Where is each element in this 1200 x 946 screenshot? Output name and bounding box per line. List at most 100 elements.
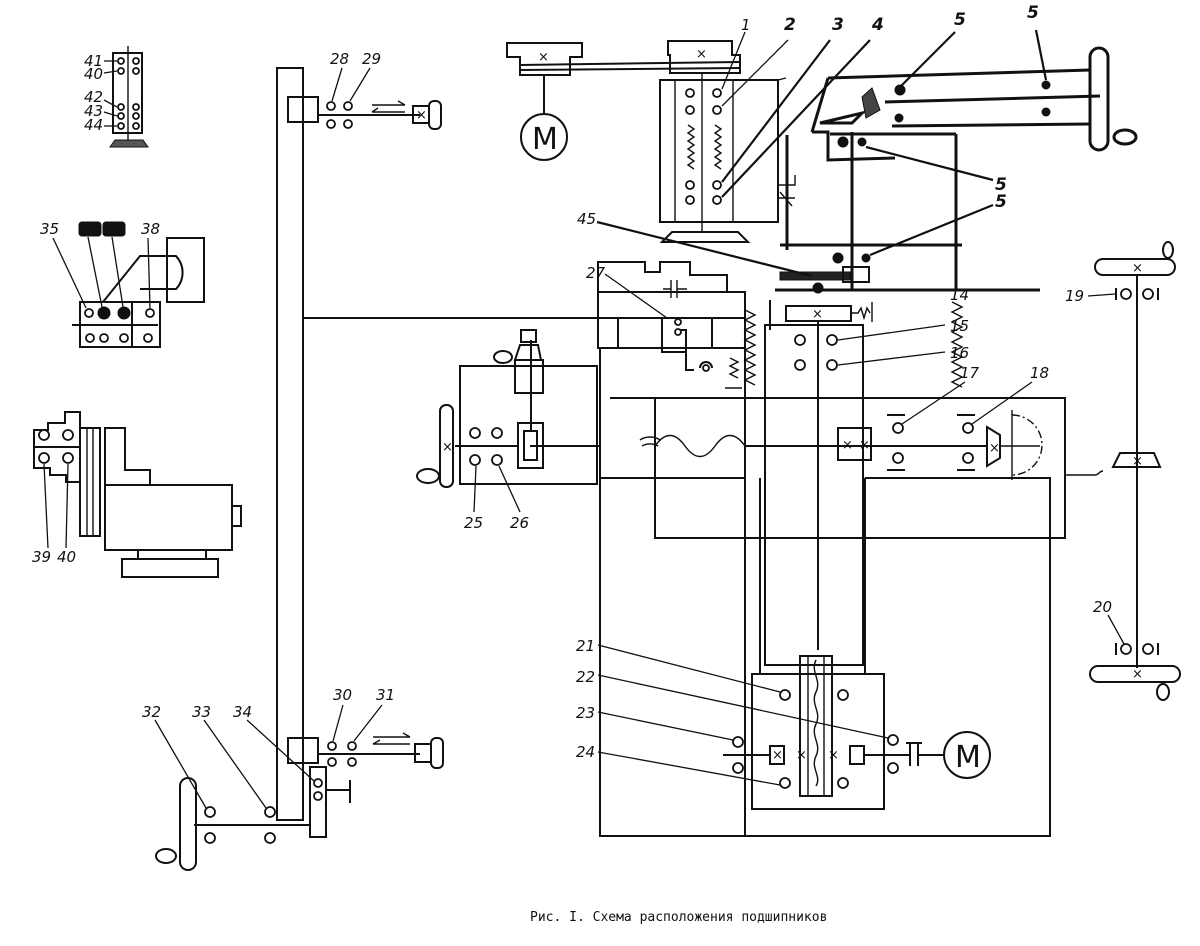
upper-handwheel[interactable] xyxy=(1094,258,1176,276)
bearing-3 xyxy=(712,180,722,190)
bearing-33 xyxy=(264,806,276,818)
bearing-15 xyxy=(826,334,838,346)
shaft-marker: × xyxy=(696,47,707,62)
label-14: 14 xyxy=(950,286,969,304)
label-23: 23 xyxy=(576,704,595,722)
label-16: 16 xyxy=(950,344,969,362)
label-45: 45 xyxy=(577,210,596,228)
shaft-marker: × xyxy=(989,441,1000,456)
bearing-20 xyxy=(1120,643,1132,655)
label-32: 32 xyxy=(142,703,161,721)
spindle-drive-assembly: × × M 1 2 3 4 xyxy=(506,15,884,243)
handwheel-32[interactable] xyxy=(179,777,197,871)
vertical-feed-assembly: × 19 × 20 × xyxy=(1065,241,1181,701)
lower-handwheel[interactable] xyxy=(1089,665,1181,683)
bearing-22 xyxy=(887,734,899,746)
label-18: 18 xyxy=(1030,364,1049,382)
bearing-36 xyxy=(97,306,111,320)
label-27: 27 xyxy=(586,264,606,282)
bearing-34 xyxy=(313,778,323,788)
bearing-2 xyxy=(712,105,722,115)
bevel-gear-18 xyxy=(986,425,1001,468)
bearing-37 xyxy=(117,306,131,320)
overarm-bevel xyxy=(861,87,881,119)
crossfeed-handwheel[interactable] xyxy=(439,404,454,488)
label-5c: 5 xyxy=(995,175,1007,195)
bearing-35 xyxy=(84,308,94,318)
bearing-29 xyxy=(343,101,353,111)
bearing-44 xyxy=(117,122,140,130)
shaft-marker: × xyxy=(538,50,549,65)
shaft-marker: × xyxy=(1132,454,1143,469)
label-40-top: 40 xyxy=(84,65,103,83)
bearing-39 xyxy=(38,452,50,464)
bearing-41 xyxy=(117,57,140,65)
bearing-5d xyxy=(832,252,844,264)
label-29: 29 xyxy=(362,50,381,68)
main-motor-symbol: M xyxy=(532,122,558,157)
label-1: 1 xyxy=(741,16,751,34)
label-37-blot xyxy=(102,221,126,237)
shaft-marker: × xyxy=(442,440,453,455)
bearing-43 xyxy=(117,112,140,120)
bearing-19 xyxy=(1120,288,1132,300)
label-25: 25 xyxy=(464,514,483,532)
slotting-head-assembly: 35 38 xyxy=(40,220,205,348)
vertical-bevel-gear xyxy=(1111,452,1162,468)
dividing-head-assembly: 39 40 xyxy=(32,411,242,578)
bearing-16 xyxy=(826,359,838,371)
bearing-28 xyxy=(326,101,336,111)
label-22: 22 xyxy=(576,668,595,686)
bearing-1 xyxy=(712,88,722,98)
bearing-21 xyxy=(779,689,791,701)
bearing-27 xyxy=(674,318,682,326)
bearing-24 xyxy=(779,777,791,789)
bearing-32 xyxy=(204,806,216,818)
label-15: 15 xyxy=(950,317,969,335)
label-17: 17 xyxy=(960,364,980,382)
bearing-30 xyxy=(327,741,337,751)
label-41: 41 xyxy=(84,52,103,70)
bearing-5a xyxy=(894,84,906,96)
label-44: 44 xyxy=(84,116,103,134)
feed-motor-symbol: M xyxy=(955,740,981,775)
bearing-18 xyxy=(962,422,974,434)
bearing-40-top xyxy=(117,67,140,75)
handwheel-knob-bottom[interactable] xyxy=(430,737,444,769)
handwheel-knob-top[interactable] xyxy=(428,100,442,130)
bearing-4 xyxy=(712,195,722,205)
bearing-26 xyxy=(491,454,503,466)
label-24: 24 xyxy=(576,743,595,761)
shaft-marker: × xyxy=(1132,261,1143,276)
bearing-40 xyxy=(62,452,74,464)
label-30: 30 xyxy=(333,686,352,704)
overarm-handwheel[interactable] xyxy=(1088,46,1110,152)
shaft-marker: × xyxy=(812,307,823,322)
shaft-marker: × xyxy=(796,748,807,763)
overarm-assembly: 5 5 5 5 xyxy=(775,3,1138,292)
shaft-marker: × xyxy=(842,438,853,453)
label-21: 21 xyxy=(576,637,595,655)
bearing-23 xyxy=(732,736,744,748)
bearing-38 xyxy=(145,308,155,318)
label-33: 33 xyxy=(192,703,211,721)
label-3: 3 xyxy=(832,15,844,35)
label-5b: 5 xyxy=(1027,3,1039,23)
label-38: 38 xyxy=(141,220,160,238)
figure-caption: Рис. I. Схема расположения подшипников xyxy=(530,910,828,925)
label-31: 31 xyxy=(376,686,395,704)
shaft-marker: × xyxy=(416,108,427,123)
label-28: 28 xyxy=(330,50,349,68)
label-40: 40 xyxy=(57,548,76,566)
label-42: 42 xyxy=(84,88,103,106)
label-19: 19 xyxy=(1065,287,1084,305)
label-26: 26 xyxy=(510,514,529,532)
label-5d: 5 xyxy=(995,192,1007,212)
shaft-marker: × xyxy=(772,748,783,763)
main-motor xyxy=(520,113,568,161)
shaft-marker: × xyxy=(828,748,839,763)
label-39: 39 xyxy=(32,548,51,566)
bearing-31 xyxy=(347,741,357,751)
label-20: 20 xyxy=(1093,598,1112,616)
